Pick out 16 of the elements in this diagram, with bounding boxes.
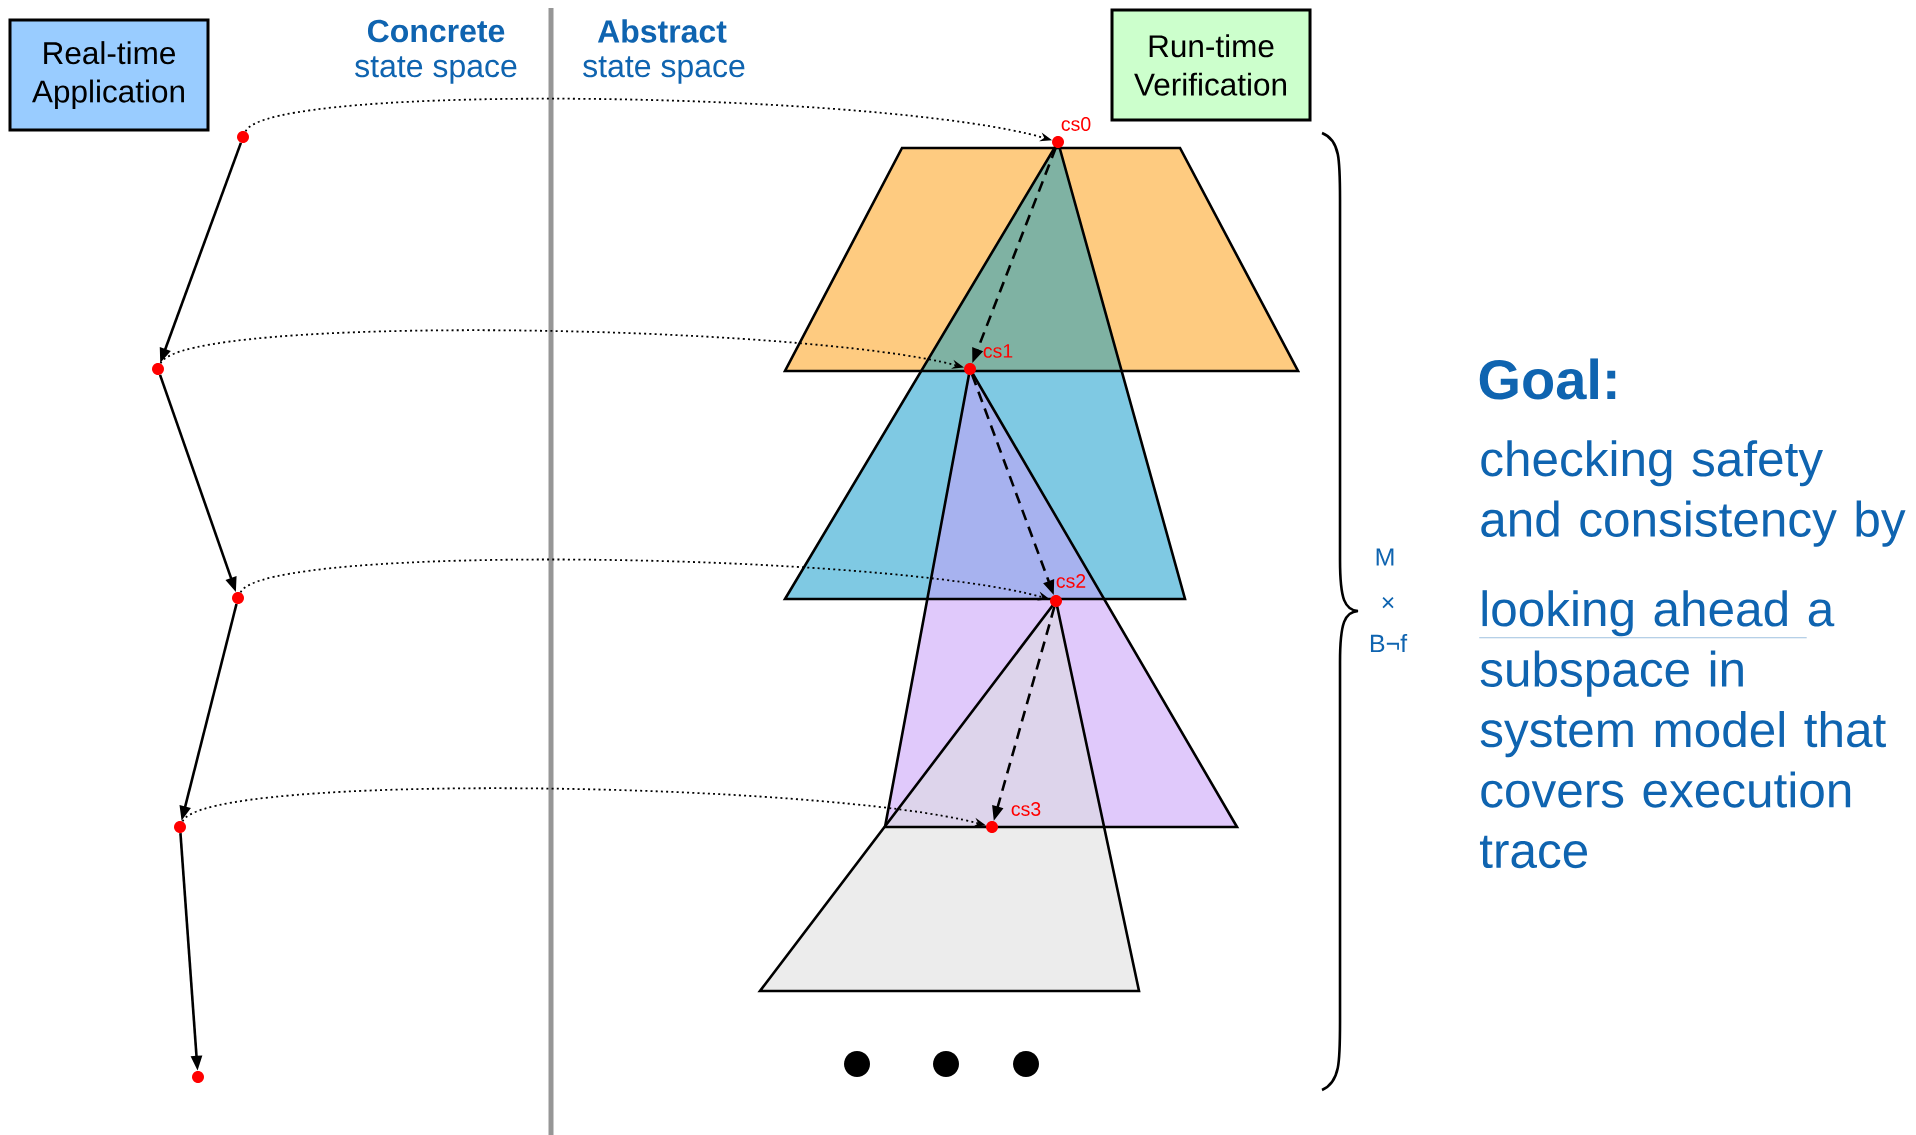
goal-heading: Goal: <box>1479 358 1616 400</box>
heading: Concrete <box>367 19 505 43</box>
state-label: cs2 <box>1056 574 1086 588</box>
heading: state space <box>583 56 745 84</box>
state-label: cs3 <box>1011 802 1041 816</box>
heading: state space <box>355 56 517 84</box>
goal-text: looking ahead a subspace in system model that covers execution trace <box>1479 590 1886 869</box>
heading: Abstract <box>597 19 727 43</box>
state-label: cs0 <box>1061 117 1091 131</box>
goal-text: checking safety and consistency by <box>1481 440 1906 547</box>
label-box: Real-time Application <box>8 18 210 132</box>
formula-text: × <box>1382 597 1394 609</box>
formula-text: M <box>1376 548 1394 566</box>
label-box: Run-time Verification <box>1110 8 1312 122</box>
state-label: cs1 <box>983 344 1013 358</box>
formula-text: B¬f <box>1370 633 1408 653</box>
